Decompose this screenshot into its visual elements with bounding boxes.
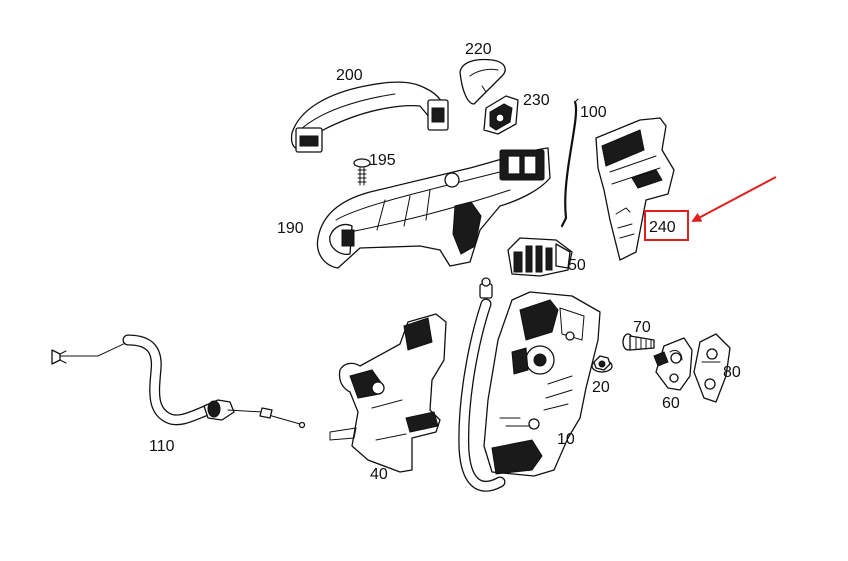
label-230: 230	[523, 92, 550, 109]
label-195: 195	[369, 152, 396, 169]
label-70: 70	[633, 319, 651, 336]
label-100: 100	[580, 104, 607, 121]
label-240: 240	[649, 219, 676, 236]
label-190: 190	[277, 220, 304, 237]
handle-carrier-190[interactable]	[316, 147, 551, 269]
carrier-plate-40[interactable]	[329, 313, 447, 473]
door-handle-200[interactable]	[290, 81, 449, 153]
highlight-box-240	[644, 210, 689, 241]
door-lock-10[interactable]	[483, 291, 601, 477]
connector-50[interactable]	[507, 237, 573, 277]
plate-80[interactable]	[693, 333, 731, 403]
bowden-cable-110[interactable]	[51, 334, 306, 429]
label-10: 10	[557, 431, 575, 448]
label-110: 110	[149, 438, 175, 455]
highlight-arrow	[691, 176, 777, 222]
label-60: 60	[662, 395, 680, 412]
lock-cable-10[interactable]	[458, 277, 506, 492]
bracket-240[interactable]	[595, 117, 675, 261]
label-200: 200	[336, 67, 363, 84]
screw-70[interactable]	[622, 333, 655, 351]
label-20: 20	[592, 379, 610, 396]
striker-60[interactable]	[653, 337, 693, 391]
screw-195[interactable]	[353, 158, 371, 186]
label-40: 40	[370, 466, 388, 483]
rod-100[interactable]	[560, 98, 579, 228]
label-220: 220	[465, 41, 492, 58]
lock-housing-230[interactable]	[483, 95, 519, 135]
handle-cap-220[interactable]	[459, 58, 506, 105]
bolt-20[interactable]	[591, 355, 613, 373]
label-50: 50	[568, 257, 586, 274]
label-80: 80	[723, 364, 741, 381]
